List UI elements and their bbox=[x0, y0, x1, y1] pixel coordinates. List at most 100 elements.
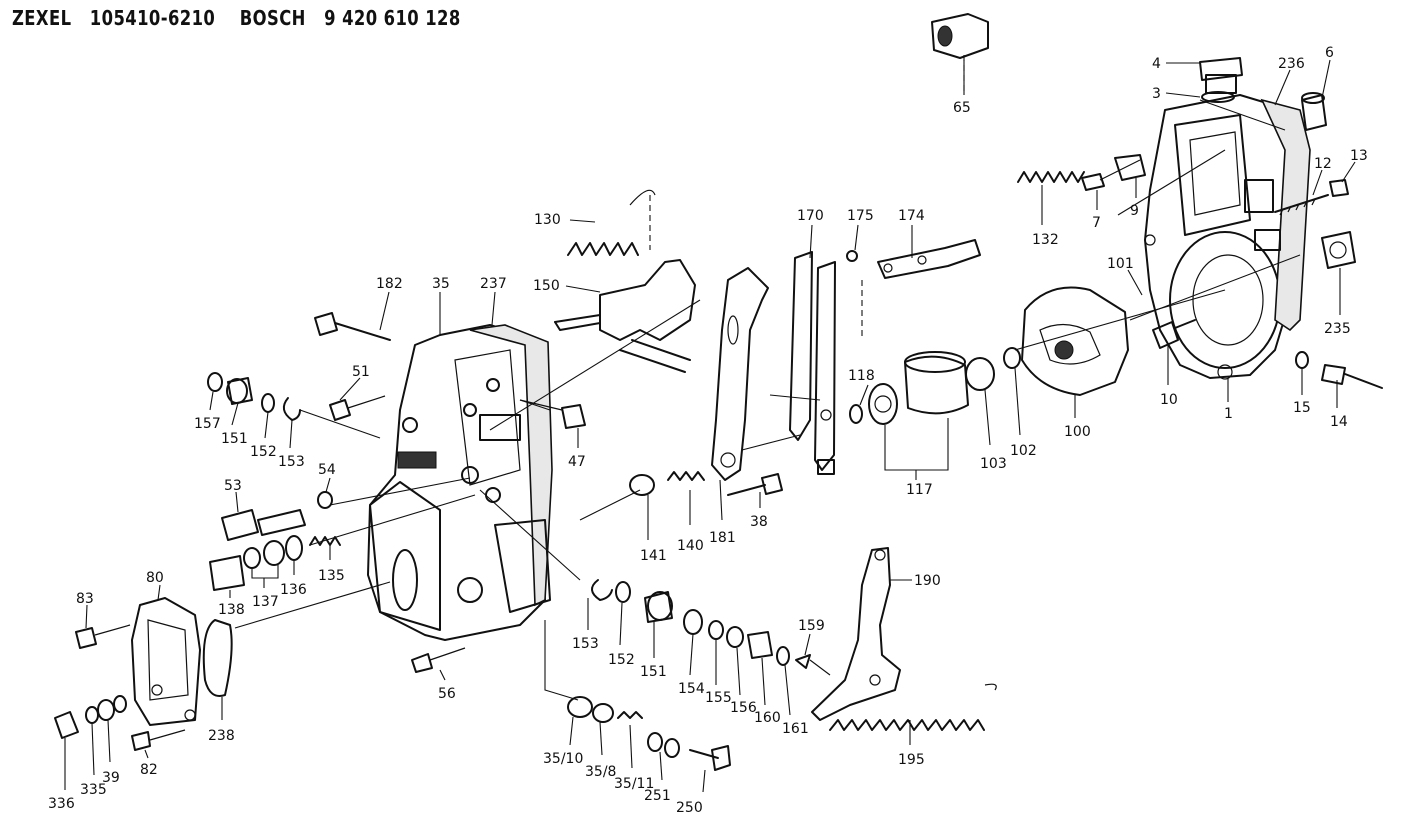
label-51: 51 bbox=[352, 364, 370, 380]
label-138: 138 bbox=[218, 602, 245, 618]
label-14: 14 bbox=[1330, 414, 1348, 430]
label-1: 1 bbox=[1224, 406, 1233, 422]
label-83: 83 bbox=[76, 591, 94, 607]
lower-left-parts-drawing bbox=[567, 696, 731, 771]
label-154: 154 bbox=[678, 681, 705, 697]
label-153: 153 bbox=[278, 454, 305, 470]
label-160: 160 bbox=[754, 710, 781, 726]
label-12: 12 bbox=[1314, 156, 1332, 172]
label-236: 236 bbox=[1278, 56, 1305, 72]
label-140: 140 bbox=[677, 538, 704, 554]
label-56: 56 bbox=[438, 686, 456, 702]
label-251: 251 bbox=[644, 788, 671, 804]
label-151b: 151 bbox=[640, 664, 667, 680]
label-137: 137 bbox=[252, 594, 279, 610]
part-labels: 65 4 3 236 6 12 13 132 7 9 101 235 10 1 … bbox=[48, 45, 1368, 816]
label-7: 7 bbox=[1092, 215, 1101, 231]
label-250: 250 bbox=[676, 800, 703, 816]
label-39: 39 bbox=[102, 770, 120, 786]
label-103: 103 bbox=[980, 456, 1007, 472]
label-35-10: 35/10 bbox=[543, 751, 583, 767]
label-117: 117 bbox=[906, 482, 933, 498]
label-181: 181 bbox=[709, 530, 736, 546]
plug-drawing bbox=[1199, 57, 1243, 103]
label-4: 4 bbox=[1152, 56, 1161, 72]
label-82: 82 bbox=[140, 762, 158, 778]
flyweight-100-drawing bbox=[1021, 286, 1129, 396]
diagram-title: ZEXEL 105410-6210 BOSCH 9 420 610 128 bbox=[12, 6, 461, 30]
label-6: 6 bbox=[1325, 45, 1334, 61]
screw-56-drawing bbox=[411, 647, 466, 673]
seal-parts-left-drawing bbox=[207, 372, 301, 421]
label-141: 141 bbox=[640, 548, 667, 564]
label-151: 151 bbox=[221, 431, 248, 447]
label-170: 170 bbox=[797, 208, 824, 224]
lever-170-drawing bbox=[789, 251, 836, 475]
label-35-8: 35/8 bbox=[585, 764, 616, 780]
label-161: 161 bbox=[782, 721, 809, 737]
screw-51-drawing bbox=[329, 395, 386, 421]
label-102: 102 bbox=[1010, 443, 1037, 459]
label-238: 238 bbox=[208, 728, 235, 744]
screw-10-drawing bbox=[1152, 319, 1196, 349]
label-35-11: 35/11 bbox=[614, 776, 654, 792]
screw-47-drawing bbox=[519, 399, 586, 429]
lever-181-drawing bbox=[711, 267, 769, 481]
cover-80-drawing bbox=[54, 597, 233, 751]
label-152b: 152 bbox=[608, 652, 635, 668]
label-9: 9 bbox=[1130, 203, 1139, 219]
label-155: 155 bbox=[705, 690, 732, 706]
label-130: 130 bbox=[534, 212, 561, 228]
label-80: 80 bbox=[146, 570, 164, 586]
fitting-235-drawing bbox=[1321, 231, 1356, 269]
spring-195-drawing bbox=[829, 683, 997, 731]
spring-130-drawing bbox=[567, 189, 656, 256]
sleeve-117-drawing bbox=[849, 351, 969, 425]
sleeve-103-drawing bbox=[965, 347, 1021, 391]
label-38: 38 bbox=[750, 514, 768, 530]
label-132: 132 bbox=[1032, 232, 1059, 248]
label-35: 35 bbox=[432, 276, 450, 292]
lever-150-drawing bbox=[554, 259, 696, 373]
label-335: 335 bbox=[80, 782, 107, 798]
label-101: 101 bbox=[1107, 256, 1134, 272]
label-10: 10 bbox=[1160, 392, 1178, 408]
fitting-6-drawing bbox=[1301, 92, 1327, 131]
label-156: 156 bbox=[730, 700, 757, 716]
lower-seal-parts-drawing bbox=[591, 579, 811, 669]
assembly-lines bbox=[234, 55, 1301, 701]
label-54: 54 bbox=[318, 462, 336, 478]
label-235: 235 bbox=[1324, 321, 1351, 337]
label-182: 182 bbox=[376, 276, 403, 292]
label-100: 100 bbox=[1064, 424, 1091, 440]
label-136: 136 bbox=[280, 582, 307, 598]
adjusting-screws-drawing bbox=[209, 491, 341, 591]
label-150: 150 bbox=[533, 278, 560, 294]
label-195: 195 bbox=[898, 752, 925, 768]
label-3: 3 bbox=[1152, 86, 1161, 102]
bracket-9-drawing bbox=[1081, 154, 1146, 191]
screw-38-drawing bbox=[727, 473, 783, 496]
bolt-14-drawing bbox=[1295, 351, 1383, 389]
governor-cover-35-drawing bbox=[367, 324, 553, 641]
label-118: 118 bbox=[848, 368, 875, 384]
label-237: 237 bbox=[480, 276, 507, 292]
label-190: 190 bbox=[914, 573, 941, 589]
label-53: 53 bbox=[224, 478, 242, 494]
label-152: 152 bbox=[250, 444, 277, 460]
label-13: 13 bbox=[1350, 148, 1368, 164]
label-157: 157 bbox=[194, 416, 221, 432]
label-175: 175 bbox=[847, 208, 874, 224]
label-47: 47 bbox=[568, 454, 586, 470]
label-174: 174 bbox=[898, 208, 925, 224]
lever-190-drawing bbox=[811, 547, 901, 721]
nut-65-drawing bbox=[931, 13, 989, 59]
label-159: 159 bbox=[798, 618, 825, 634]
plate-174-drawing bbox=[846, 239, 981, 279]
spring-132-drawing bbox=[1017, 171, 1085, 183]
spring-140-drawing bbox=[629, 471, 705, 496]
bolt-182-drawing bbox=[314, 312, 391, 341]
label-65: 65 bbox=[953, 100, 971, 116]
label-336: 336 bbox=[48, 796, 75, 812]
